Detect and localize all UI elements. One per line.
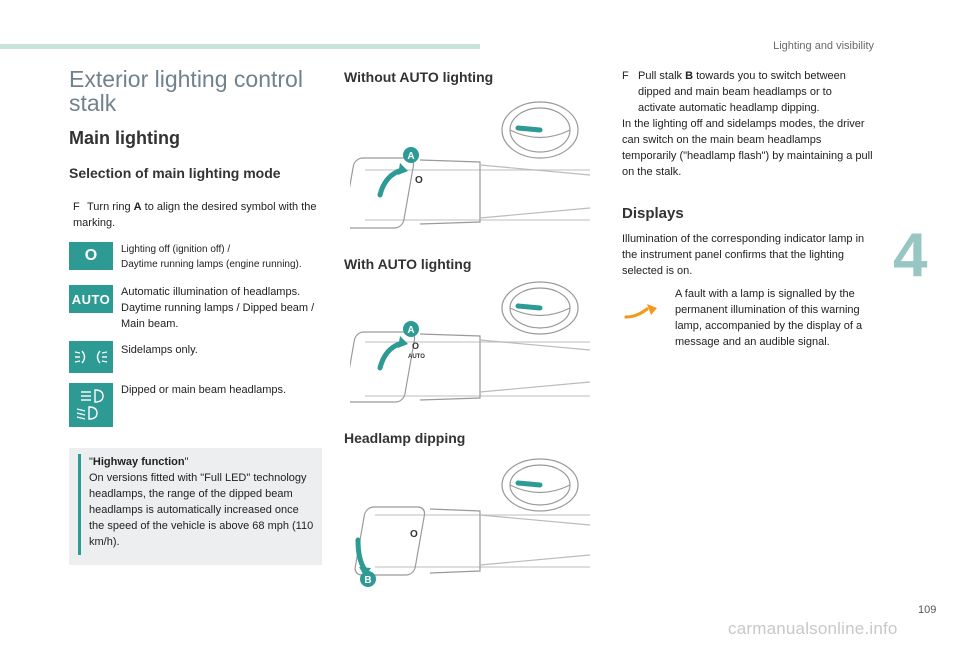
fault-text: A fault with a lamp is signalled by the … [675,288,863,348]
note-title: Highway function [92,456,185,468]
page-title: Exterior lighting control stalk [69,66,303,116]
main-heading: Main lighting [69,128,180,148]
highway-function-note: "Highway function" On versions fitted wi… [69,448,322,565]
heading-dipping: Headlamp dipping [344,430,466,446]
stalk-illustration-with-auto: A O AUTO [350,281,591,403]
info-icon [78,457,81,555]
label-a-2: A [407,325,414,336]
intro-key: A [133,201,142,213]
label-b: B [364,575,371,586]
label-b-marker [360,571,376,587]
watermark: carmanualsonline.info [728,619,898,638]
heading-without-auto: Without AUTO lighting [344,69,494,85]
off-zero-icon: O [69,242,113,270]
stalk-illustration-without-auto: A O [350,101,591,229]
stalk-illustration-dipping: B O [354,458,591,587]
label-a-marker-2 [403,321,419,337]
note-body: On versions fitted with "Full LED" techn… [89,472,314,548]
bullet-key: B [685,70,694,82]
stalk-zero-mark-2: O [412,341,419,351]
info-icon-dot [78,454,81,457]
chapter-number: 4 [893,221,928,290]
warning-lamp-icon [624,304,657,319]
mode-auto-desc: Automatic illumination of headlamps. Day… [121,286,315,330]
displays-heading: Displays [622,205,684,222]
mode-off-line2: Daytime running lamps (engine running). [121,259,302,270]
sidelamps-svg [74,350,108,364]
section-title: Lighting and visibility [773,40,874,52]
note-text: "Highway function" On versions fitted wi… [89,456,314,548]
bullet-arrow-2: F [622,70,629,82]
mode-off-line1: Lighting off (ignition off) / [121,244,231,255]
mode-headlamps-desc: Dipped or main beam headlamps. [121,384,287,396]
mode-off-desc: Lighting off (ignition off) / Daytime ru… [121,242,321,272]
stalk-zero-mark-3: O [410,529,418,540]
intro-instruction: F Turn ring A to align the desired symbol… [73,199,323,231]
label-a-marker [403,147,419,163]
headlamps-svg [76,389,104,420]
auto-glyph: AUTO [71,291,111,307]
sub-heading: Selection of main lighting mode [69,165,281,181]
stalk-auto-mark: AUTO [408,354,425,360]
auto-icon: AUTO [69,285,113,313]
pull-stalk-instruction: F Pull stalk B towards you to switch bet… [622,68,872,116]
mode-sidelamps-desc: Sidelamps only. [121,344,198,356]
intro-post: to align the desired symbol with the mar… [73,201,317,229]
headlamp-flash-paragraph: In the lighting off and sidelamps modes,… [622,118,873,178]
displays-text: Illumination of the corresponding indica… [622,233,865,277]
sidelamps-icon [69,341,113,373]
bullet-pre: Pull stalk [638,70,686,82]
heading-with-auto: With AUTO lighting [344,256,472,272]
intro-pre: Turn ring [87,201,134,213]
stalk-zero-mark: O [415,175,423,186]
bullet-arrow: F [73,201,80,213]
page-number: 109 [918,604,937,616]
header-bar [0,44,480,49]
off-zero-glyph: O [84,247,98,264]
label-a: A [407,151,414,162]
headlamps-icon [69,383,113,427]
bullet-post: towards you to switch between dipped and… [638,70,846,114]
